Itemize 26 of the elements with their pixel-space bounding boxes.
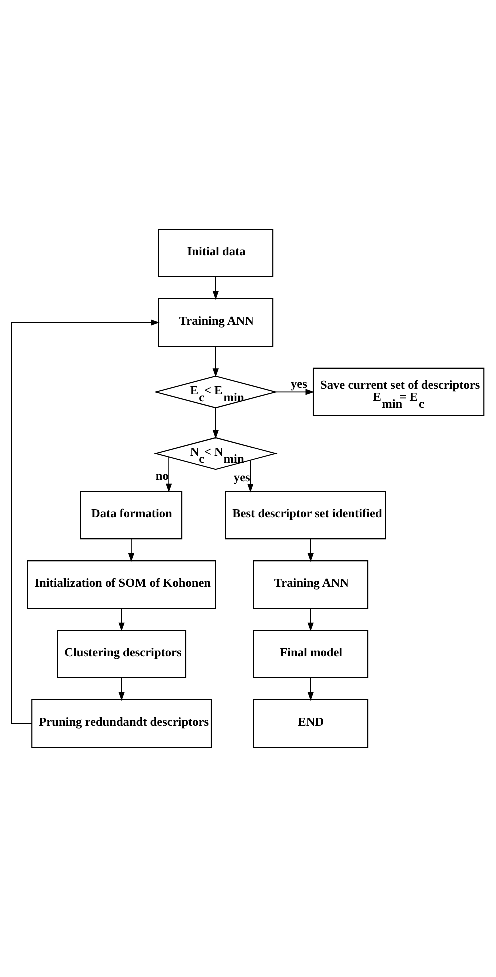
node-box: Training ANN xyxy=(158,298,274,347)
arrow xyxy=(308,538,314,562)
arrow xyxy=(275,389,315,396)
node-box: Initial data xyxy=(158,229,274,278)
arrow xyxy=(118,678,125,702)
arrow xyxy=(166,457,172,493)
node-box: Initialization of SOM of Kohonen xyxy=(27,560,216,610)
edge-label: no xyxy=(156,468,169,483)
arrow xyxy=(118,608,125,632)
edge-label: yes xyxy=(291,376,308,391)
arrow xyxy=(308,608,314,632)
node-box: Best descriptor set identified xyxy=(225,491,386,540)
node-box: Clustering descriptors xyxy=(57,630,187,679)
arrow xyxy=(212,276,219,300)
arrow xyxy=(248,460,254,493)
edge-label: yes xyxy=(234,470,250,484)
node-box: Data formation xyxy=(80,491,183,540)
arrow xyxy=(212,408,219,440)
node-box: Pruning redundandt descriptors xyxy=(32,699,212,748)
node-box: Training ANN xyxy=(253,560,369,610)
arrow xyxy=(128,538,135,562)
arrow xyxy=(308,678,314,702)
node-box: Final model xyxy=(253,630,369,679)
arrow xyxy=(212,346,219,378)
node-box: END xyxy=(253,699,369,748)
arrow xyxy=(11,320,160,724)
